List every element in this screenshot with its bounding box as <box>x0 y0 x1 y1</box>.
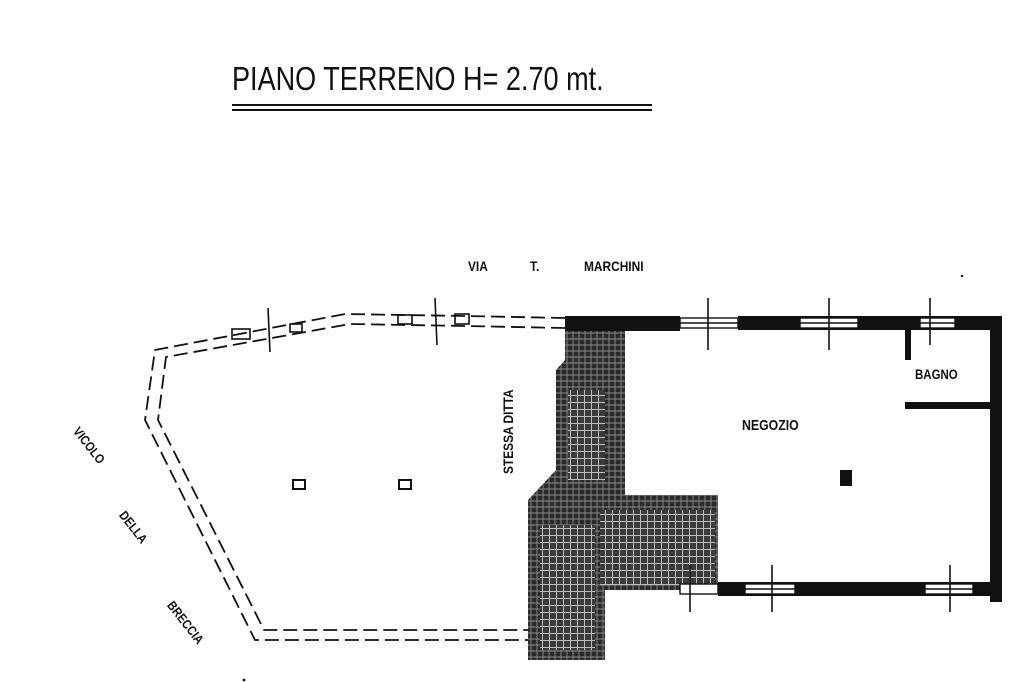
street-label-name: MARCHINI <box>584 258 644 274</box>
adjacent-property-outline <box>144 313 566 641</box>
plan-dot <box>960 274 964 278</box>
pillar-marker <box>398 479 412 490</box>
plan-dot <box>242 678 246 682</box>
adjacent-window-marks <box>231 297 470 353</box>
title-underline <box>232 104 652 106</box>
stairwell-block <box>528 318 718 660</box>
plan-title: PIANO TERRENO H= 2.70 mt. <box>232 60 604 97</box>
room-label-bathroom: BAGNO <box>915 366 958 382</box>
shop-windows-bottom <box>679 565 974 612</box>
room-label-shop: NEGOZIO <box>742 417 799 434</box>
street-label-initial: T. <box>530 258 540 274</box>
street-label-via: VIA <box>468 258 488 274</box>
title-underline-double <box>232 109 652 111</box>
shop-windows-top <box>679 298 956 350</box>
pillar-marker <box>292 479 306 490</box>
shop-pillar <box>840 470 852 486</box>
